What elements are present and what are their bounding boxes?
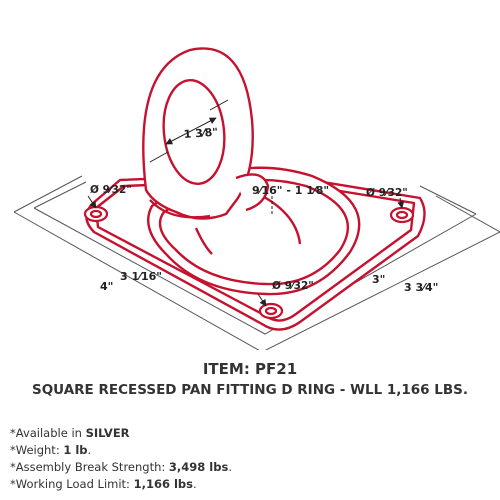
hole-bottom-label: Ø 9⁄32": [272, 280, 314, 292]
hole-spacing-left-label: 3 1⁄16": [120, 270, 162, 283]
product-description: SQUARE RECESSED PAN FITTING D RING - WLL…: [31, 382, 469, 398]
dimension-frame: [13, 175, 500, 350]
hole-spacing-right-label: 3": [372, 273, 385, 286]
dimension-labels: 1 3⁄8" 9⁄16" - 1 1⁄8" Ø 9⁄32" Ø 9⁄32" Ø …: [90, 126, 438, 294]
pan-fitting-diagram: 1 3⁄8" 9⁄16" - 1 1⁄8" Ø 9⁄32" Ø 9⁄32" Ø …: [13, 47, 500, 350]
dimension-lines: [87, 99, 405, 307]
item-number: ITEM: PF21: [202, 360, 298, 378]
spec-weight: *Weight: 1 lb.: [10, 443, 92, 457]
spec-break-strength: *Assembly Break Strength: 3,498 lbs.: [10, 460, 232, 474]
ring-width-label: 1 3⁄8": [183, 126, 218, 141]
ring-offset-label: 9⁄16" - 1 1⁄8": [252, 184, 329, 197]
hole-top-left-label: Ø 9⁄32": [90, 184, 132, 196]
plate-width-left-label: 4": [100, 280, 113, 293]
spec-availability: *Available in SILVER: [10, 426, 130, 440]
plate-width-right-label: 3 3⁄4": [404, 281, 438, 294]
hole-top-right-label: Ø 9⁄32": [366, 187, 408, 199]
spec-working-load-limit: *Working Load Limit: 1,166 lbs.: [10, 477, 197, 491]
spec-list: *Available in SILVER *Weight: 1 lb. *Ass…: [10, 425, 232, 493]
